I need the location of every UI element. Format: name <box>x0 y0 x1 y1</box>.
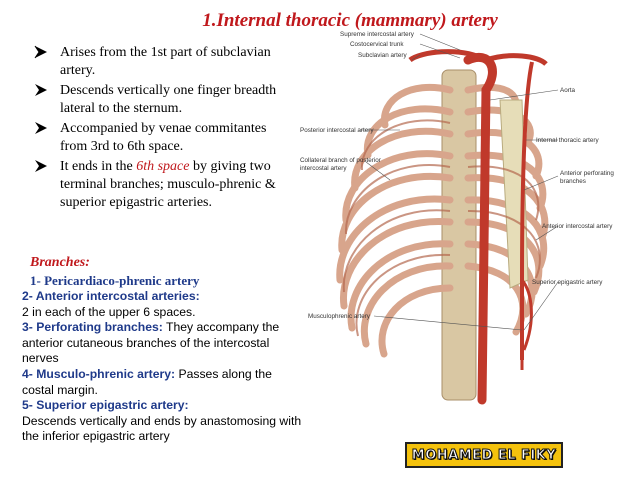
label-internal-thoracic: Internal thoracic artery <box>536 137 599 144</box>
bullet-text: Accompanied by venae commitantes from 3r… <box>60 121 267 154</box>
label-costocervical: Costocervical trunk <box>350 41 404 48</box>
label-anterior-perforating: Anterior perforating <box>560 170 614 177</box>
branch-item: 3- Perforating branches: They accompany … <box>22 320 302 367</box>
branch-list: 2- Anterior intercostal arteries:2 in ea… <box>22 289 302 445</box>
label-musculophrenic: Musculophrenic artery <box>308 313 371 320</box>
label-subclavian: Subclavian artery <box>358 52 408 59</box>
left-ribs <box>336 83 454 358</box>
label-aorta: Aorta <box>560 87 576 94</box>
bullet-text: Arises from the 1st part of subclavian a… <box>60 45 271 78</box>
bullet-text: It ends in the 6th space by giving two t… <box>60 159 276 210</box>
branch-heading: 4- Musculo-phrenic artery: <box>22 366 176 381</box>
branch-heading: 2- Anterior intercostal arteries: <box>22 289 200 303</box>
anatomy-drawing: Supreme intercostal artery Costocervical… <box>300 31 614 405</box>
branch-desc: Descends vertically and ends by anastomo… <box>22 413 302 444</box>
arrow-bullet-icon <box>34 83 50 97</box>
bullet-item: Descends vertically one finger breadth l… <box>34 82 294 118</box>
arrow-bullet-icon <box>34 121 50 135</box>
branch-item: 2- Anterior intercostal arteries:2 in ea… <box>22 289 302 320</box>
author-signature-badge: MOHAMED EL FIKY <box>405 442 563 468</box>
bullet-emphasis: 6th space <box>136 159 190 174</box>
bullet-item: It ends in the 6th space by giving two t… <box>34 158 294 212</box>
branches-heading: Branches: <box>30 255 90 270</box>
vertebral-column <box>441 69 477 401</box>
leader-lines <box>360 33 559 331</box>
bullet-item: Accompanied by venae commitantes from 3r… <box>34 120 294 156</box>
label-collateral-branch-2: intercostal artery <box>300 165 347 172</box>
label-supreme-intercostal: Supreme intercostal artery <box>340 31 415 38</box>
label-anterior-intercostal: Anterior intercostal artery <box>542 223 613 230</box>
thoracic-artery-illustration: Supreme intercostal artery Costocervical… <box>300 30 630 428</box>
arrow-bullet-icon <box>34 159 50 173</box>
signature-text: MOHAMED EL FIKY <box>411 447 557 463</box>
arrow-bullet-icon <box>34 45 50 59</box>
branch-desc: Passes along the costal margin. <box>22 366 272 397</box>
slide-title-text: 1.Internal thoracic (mammary) artery <box>202 10 498 31</box>
slide-title: 1.Internal thoracic (mammary) artery <box>0 10 638 32</box>
branch-desc: They accompany the anterior cutaneous br… <box>22 320 280 366</box>
label-posterior-intercostal: Posterior intercostal artery <box>300 127 374 134</box>
branch-heading: 3- Perforating branches: <box>22 320 163 335</box>
branch-item-1: 1- Pericardiaco-phrenic artery <box>30 273 200 288</box>
bullet-text: Descends vertically one finger breadth l… <box>60 83 277 116</box>
label-superior-epigastric: Superior epigastric artery <box>532 279 603 286</box>
internal-thoracic-artery <box>520 61 534 360</box>
label-collateral-branch: Collateral branch of posterior <box>300 157 381 164</box>
label-anterior-perforating-2: branches <box>560 178 586 185</box>
bullet-item: Arises from the 1st part of subclavian a… <box>34 44 294 80</box>
branch-desc: 2 in each of the upper 6 spaces. <box>22 304 196 319</box>
branch-heading: 5- Superior epigastric artery: <box>22 398 189 413</box>
branch-item: 4- Musculo-phrenic artery: Passes along … <box>22 367 302 398</box>
branch-item: 5- Superior epigastric artery:Descends v… <box>22 398 302 445</box>
musculophrenic-artery <box>520 279 533 351</box>
bullet-list: Arises from the 1st part of subclavian a… <box>34 44 294 214</box>
